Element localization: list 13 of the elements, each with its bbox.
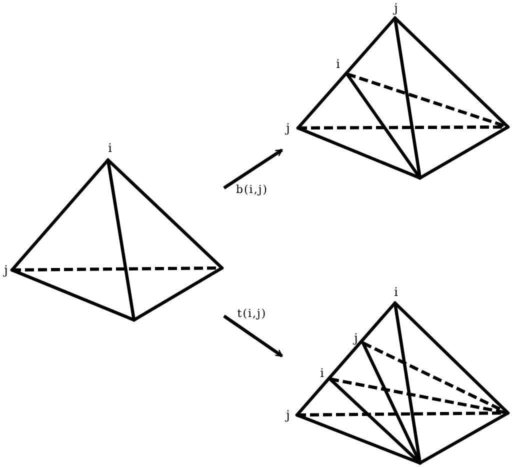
vertex-label: i <box>320 367 324 379</box>
vertex-label: j <box>4 264 8 276</box>
vertex-label: i <box>108 142 112 154</box>
vertex-label: j <box>286 409 290 421</box>
arrow <box>223 314 283 358</box>
edge-label: t(i,j) <box>237 308 267 320</box>
edge-label: b(i,j) <box>236 184 268 196</box>
vertex-label: j <box>394 2 398 14</box>
vertex-label: j <box>286 122 290 134</box>
arrow <box>223 148 283 190</box>
vertex-label: i <box>394 286 398 298</box>
vertex-label: j <box>354 332 358 344</box>
vertex-label: i <box>336 58 340 70</box>
